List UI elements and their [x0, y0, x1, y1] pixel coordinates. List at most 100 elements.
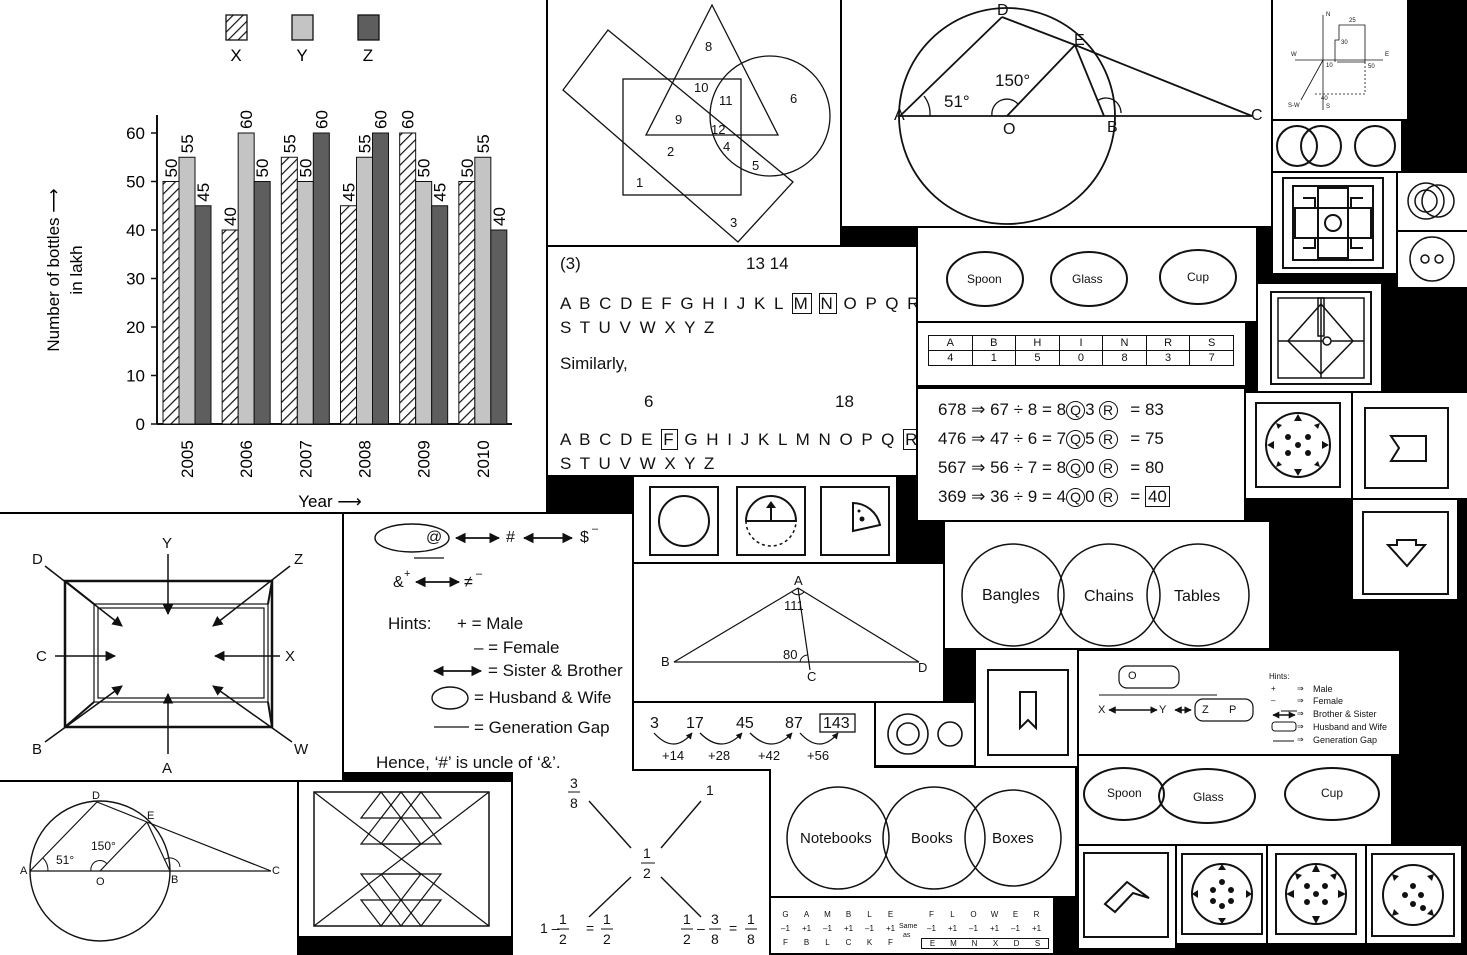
letter-cell: B [971, 335, 1017, 351]
difference: +42 [758, 748, 781, 763]
point-label: B [171, 874, 179, 886]
ops-equals: = [1037, 487, 1057, 506]
triangle-diagram [673, 587, 920, 671]
ops-divisor: 7 [1027, 458, 1038, 477]
series-number: 45 [736, 715, 754, 732]
code-letter: K [866, 938, 873, 947]
remainder-marker: R [1098, 401, 1118, 420]
code-letter: O [970, 910, 977, 919]
data-label: 40 [490, 207, 509, 226]
fraction-den: 2 [683, 931, 691, 947]
venn-label: Chains [1084, 588, 1134, 605]
point-label: C [1251, 107, 1263, 124]
ops-digit: 3 [1085, 400, 1095, 419]
direction-label: C [36, 648, 47, 665]
code-letter: L [825, 938, 830, 947]
member-at: @ [426, 529, 443, 546]
dotted-circle-figure [1255, 402, 1341, 488]
code-letter: S [1034, 939, 1041, 948]
code-op: +1 [843, 924, 854, 933]
chevron-figure [1083, 852, 1169, 938]
y-tick-label: 20 [126, 318, 145, 337]
legend-label: X [230, 46, 241, 65]
data-label: 60 [237, 110, 256, 129]
alphabet-text: A B C D E F G H I J K L [560, 294, 792, 313]
family2-panel: O X Y Z P Hints: + – ⇒ ⇒ ⇒ ⇒ ⇒ Male Fema… [1079, 651, 1399, 754]
ops-digit: 8 [1056, 400, 1067, 419]
venn-label: Books [911, 830, 953, 847]
hint-sym: + [1271, 684, 1276, 693]
bookmark-panel [976, 650, 1077, 766]
sign-minus: – [592, 523, 599, 535]
circle-tangent-small-panel: D E A O B C 51° 150° [0, 782, 297, 955]
angle-label: 51° [944, 92, 970, 111]
ops-digit: 5 [1085, 429, 1095, 448]
direction-label: Z [294, 551, 304, 568]
bar-z [431, 205, 449, 425]
letter-cell: I [1058, 335, 1104, 351]
digit-cell: 3 [1145, 350, 1191, 366]
code-letter: A [803, 910, 810, 919]
data-label: 45 [340, 183, 359, 202]
data-label: 50 [162, 159, 181, 178]
code-op: –1 [781, 924, 790, 933]
fraction-text: = [729, 920, 738, 936]
ops-equals: = [1125, 429, 1145, 448]
hint-text: Husband and Wife [1313, 722, 1388, 732]
point-label: D [92, 790, 100, 802]
bar-x [458, 181, 476, 425]
dot-circle-b-panel [1268, 846, 1365, 943]
fraction-den: 2 [643, 865, 651, 881]
bar-z [372, 132, 389, 425]
code-letter: L [867, 910, 872, 919]
bar-z [490, 229, 508, 425]
member-o: O [1128, 670, 1137, 682]
series-number: 87 [785, 715, 803, 732]
code-letter: N [971, 939, 978, 948]
dot-circle-a-panel [1177, 846, 1266, 943]
fraction-den: 2 [603, 931, 611, 947]
boxed-letter: R [903, 429, 916, 450]
code-op: +1 [947, 924, 958, 933]
legend-swatch [225, 14, 248, 41]
down-arrow-panel [1353, 500, 1457, 599]
ops-dividend: 36 [990, 487, 1009, 506]
ovals2-panel: Spoon Glass Cup [1079, 756, 1391, 844]
ops-result: 83 [1144, 400, 1164, 419]
button-panel [1398, 232, 1467, 287]
letter-cell: R [1145, 335, 1191, 351]
bar-x [221, 229, 239, 425]
alphabet-text: A B C D E [560, 430, 662, 449]
hint-arrow: ⇒ [1297, 696, 1304, 705]
legend-swatch [357, 14, 380, 41]
venn-bangles-diagram [961, 543, 1250, 647]
code-letter: D [1013, 939, 1020, 948]
clock-squares-panel [634, 477, 896, 562]
circle-tangent-panel: D E A O B C 51° 150° [842, 0, 1271, 226]
quotient-marker: Q [1066, 401, 1086, 420]
fraction-num: 1 [603, 911, 611, 927]
coding-ops-row: –1+1–1+1–1+1 [775, 924, 901, 933]
ops-divisor: 8 [1027, 400, 1038, 419]
region-label: 11 [719, 93, 733, 108]
ops-divide: ÷ [1009, 487, 1028, 506]
fraction-text: = [586, 920, 595, 936]
x-tick-label: 2008 [356, 440, 375, 478]
remainder-marker: R [1098, 459, 1118, 478]
region-label: 3 [730, 215, 738, 230]
triangles-pattern-panel [299, 782, 511, 936]
point-label: B [1107, 119, 1118, 136]
data-label: 50 [415, 159, 434, 178]
overlapping-circles-figure [1276, 125, 1396, 167]
series-panel: 3 17 45 87 143 +14 +28 +42 +56 [634, 703, 874, 769]
region-label: 4 [723, 139, 731, 154]
point-label: A [20, 865, 28, 877]
letter-cell: H [1015, 335, 1060, 351]
triangle-panel: A B C D 111 80 [634, 564, 943, 701]
series-arcs [653, 713, 856, 745]
x-axis-label: Year ⟶ [298, 492, 361, 511]
region-label: 9 [675, 112, 683, 127]
